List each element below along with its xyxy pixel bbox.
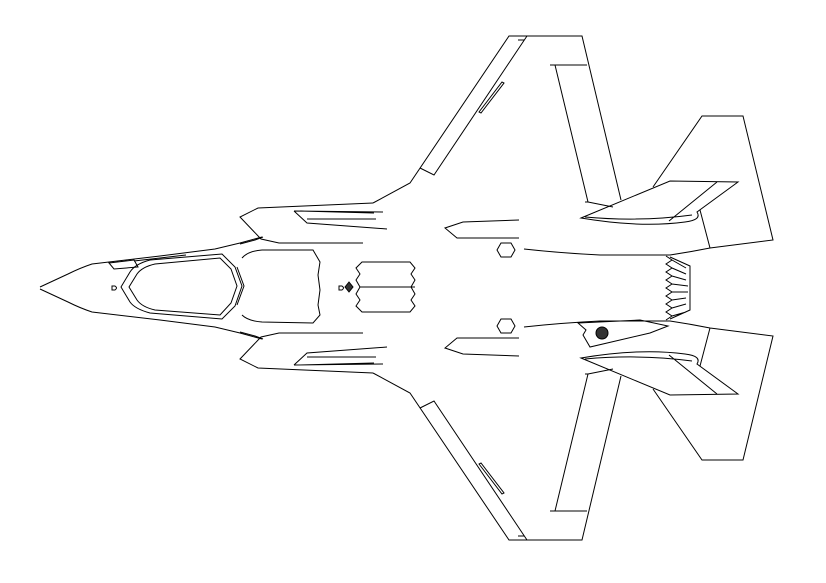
intake	[239, 202, 374, 244]
vent-hexagon	[496, 242, 516, 258]
marking-glyph	[338, 285, 344, 291]
vertical-stabilizer-root	[699, 209, 711, 249]
antenna-icon	[344, 281, 354, 293]
dorsal-panel	[241, 249, 321, 324]
strake	[443, 219, 520, 239]
fuselage-forward	[39, 236, 263, 288]
wing	[372, 35, 622, 204]
weapon-bay-doors	[355, 261, 416, 313]
horizontal-stabilizer-hinge	[584, 181, 718, 222]
access-panel	[576, 319, 670, 348]
canopy-inner	[128, 257, 238, 316]
canopy-aft-frame	[236, 266, 245, 306]
intake-ramp	[293, 210, 388, 230]
wing-root-trailing	[587, 201, 614, 208]
airframe-half-top	[39, 35, 774, 288]
wing-slot	[478, 81, 505, 114]
horizontal-stabilizer	[579, 180, 740, 225]
hatch-hexagon-icon	[595, 326, 609, 340]
canopy-frame	[108, 254, 187, 270]
marking-glyph	[111, 285, 117, 291]
engine-nozzle	[665, 255, 691, 321]
wing-leading-edge-inner	[419, 35, 528, 176]
